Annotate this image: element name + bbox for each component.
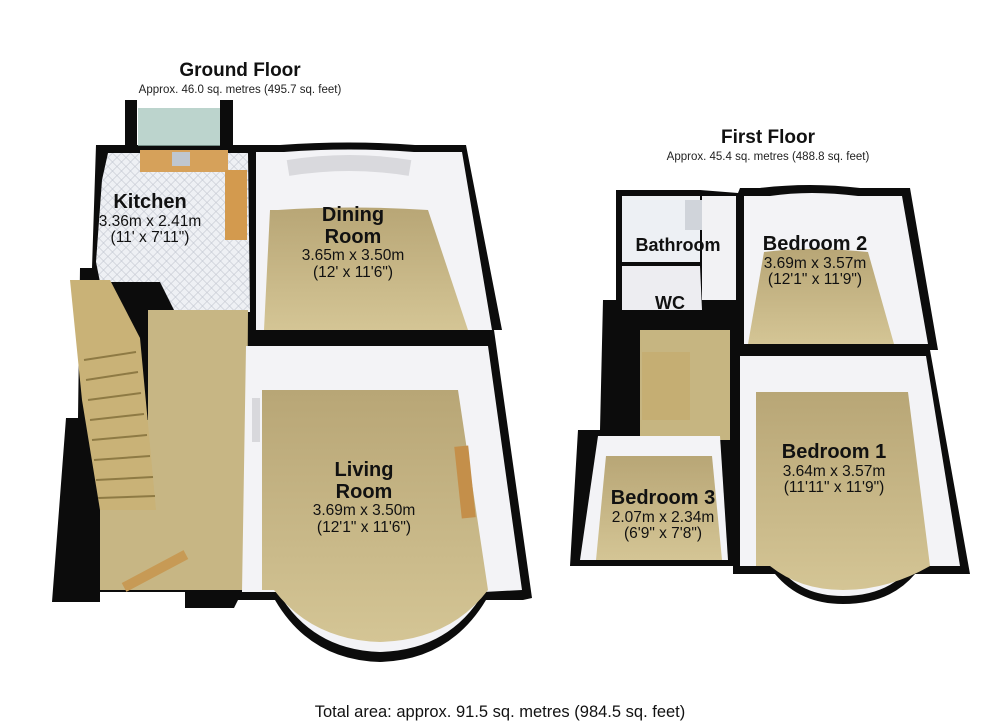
ground-floor-area: Approx. 46.0 sq. metres (495.7 sq. feet) (138, 84, 342, 96)
bedroom3-label: Bedroom 3 2.07m x 2.34m (6'9" x 7'8") (598, 487, 728, 543)
kitchen-window-glass (138, 108, 220, 146)
living-room-imperial: (12'1" x 11'6") (316, 518, 412, 536)
bedroom1-label: Bedroom 1 3.64m x 3.57m (11'11" x 11'9") (766, 441, 902, 497)
entrance-door (121, 550, 189, 592)
kitchen-name: Kitchen (113, 191, 187, 213)
dining-room-label: Dining Room 3.65m x 3.50m (12' x 11'6") (290, 204, 416, 282)
living-door (252, 398, 260, 442)
ground-floor-title: Ground Floor (179, 60, 301, 81)
bedroom2-floor (748, 249, 894, 344)
bedroom1-imperial: (11'11" x 11'9") (783, 479, 885, 497)
living-room-floor (262, 390, 488, 642)
wc-name: WC (655, 293, 685, 313)
first-floor-plan (570, 185, 970, 604)
bedroom2-name: Bedroom 2 (762, 233, 868, 255)
wc-label: WC (640, 293, 700, 313)
stair-treads (83, 351, 156, 499)
landing-stairs (642, 352, 690, 420)
living-room-name-line1: Living (334, 459, 394, 481)
bathroom-side (702, 196, 736, 300)
ground-floor-plan (52, 100, 532, 662)
bedroom3-name: Bedroom 3 (610, 487, 716, 509)
kitchen-room (96, 153, 250, 312)
bathroom-room (622, 196, 700, 262)
living-room-label: Living Room 3.69m x 3.50m (12'1" x 11'6"… (298, 459, 430, 537)
stairs (70, 280, 156, 510)
dining-room-name-line1: Dining (321, 204, 385, 226)
bedroom2-metric: 3.69m x 3.57m (763, 254, 867, 272)
bathroom-fixture (685, 200, 703, 230)
bedroom3-floor (596, 456, 722, 560)
bedroom1-metric: 3.64m x 3.57m (782, 462, 886, 480)
fireplace (454, 445, 476, 519)
first-floor-title: First Floor (721, 127, 815, 148)
bedroom2-imperial: (12'1" x 11'9") (767, 271, 863, 289)
bedroom1-name: Bedroom 1 (781, 441, 887, 463)
kitchen-side-worktop (225, 170, 247, 240)
first-floor-area: Approx. 45.4 sq. metres (488.8 sq. feet) (666, 151, 870, 163)
kitchen-imperial: (11' x 7'11") (110, 229, 190, 247)
hall-floor (100, 310, 248, 590)
living-room-name-line2: Room (335, 480, 393, 503)
dining-room-name-line2: Room (324, 225, 382, 248)
kitchen-label: Kitchen 3.36m x 2.41m (11' x 7'11") (98, 191, 202, 247)
living-room-metric: 3.69m x 3.50m (312, 502, 416, 520)
kitchen-sink (172, 152, 190, 166)
bedroom3-metric: 2.07m x 2.34m (611, 508, 715, 526)
bedroom3-imperial: (6'9" x 7'8") (623, 525, 703, 543)
dining-room-floor (264, 207, 468, 330)
dining-bay-window (286, 155, 412, 176)
bedroom1-floor (756, 392, 930, 590)
bathroom-name: Bathroom (635, 235, 721, 255)
bedroom2-label: Bedroom 2 3.69m x 3.57m (12'1" x 11'9") (752, 233, 878, 289)
total-area: Total area: approx. 91.5 sq. metres (984… (314, 703, 686, 721)
kitchen-metric: 3.36m x 2.41m (98, 212, 202, 230)
wc-room (622, 266, 702, 310)
dining-room-imperial: (12' x 11'6") (312, 263, 394, 281)
dining-room-metric: 3.65m x 3.50m (301, 247, 405, 265)
bathroom-label: Bathroom (622, 235, 734, 255)
